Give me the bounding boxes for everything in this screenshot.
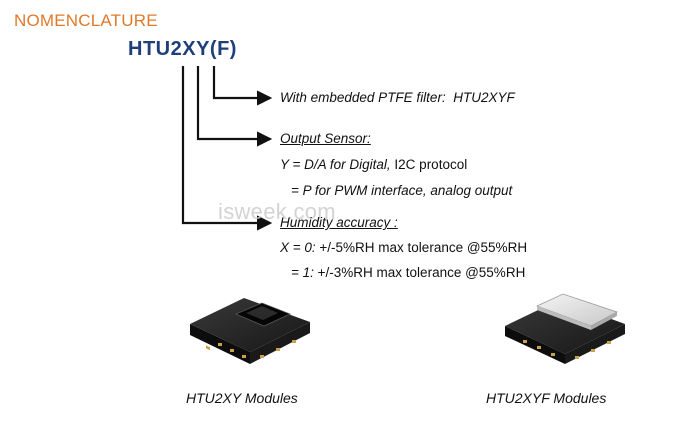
filter-connector bbox=[212, 66, 273, 106]
part-number: HTU2XY(F) bbox=[128, 38, 237, 60]
filter-value: HTU2XYF bbox=[453, 90, 515, 105]
humidity-accuracy-line-2: = 1: +/-3%RH max tolerance @55%RH bbox=[291, 265, 525, 280]
filter-option: With embedded PTFE filter: HTU2XYF bbox=[280, 90, 515, 105]
humidity-accuracy-line-2-key: = 1: bbox=[291, 265, 314, 280]
output-sensor-title: Output Sensor: bbox=[280, 131, 371, 146]
htu2xyf-module-image bbox=[505, 293, 625, 364]
humidity-accuracy-title: Humidity accuracy : bbox=[280, 215, 398, 230]
output-sensor-line-1: Y = D/A for Digital, I2C protocol bbox=[280, 157, 467, 172]
output-sensor-line-2: = P for PWM interface, analog output bbox=[291, 183, 513, 198]
output-sensor-line-1-key: Y = D/A for Digital, bbox=[280, 157, 391, 172]
watermark: isweek.com bbox=[218, 199, 336, 224]
humidity-accuracy-line-1-rest: +/-5%RH max tolerance @55%RH bbox=[315, 240, 528, 255]
htu2xy-module-image bbox=[190, 298, 310, 364]
humidity-accuracy-line-2-rest: +/-3%RH max tolerance @55%RH bbox=[313, 265, 526, 280]
humidity-accuracy-connector bbox=[181, 66, 273, 231]
htu2xy-caption: HTU2XY Modules bbox=[186, 390, 298, 406]
humidity-accuracy-line-1: X = 0: +/-5%RH max tolerance @55%RH bbox=[280, 240, 527, 255]
output-sensor-line-1-rest: I2C protocol bbox=[390, 157, 468, 172]
htu2xyf-caption: HTU2XYF Modules bbox=[486, 390, 607, 406]
humidity-accuracy-line-1-key: X = 0: bbox=[280, 240, 316, 255]
output-sensor-connector bbox=[196, 66, 273, 147]
nomenclature-heading: NOMENCLATURE bbox=[14, 11, 158, 30]
filter-label: With embedded PTFE filter: bbox=[280, 90, 446, 105]
